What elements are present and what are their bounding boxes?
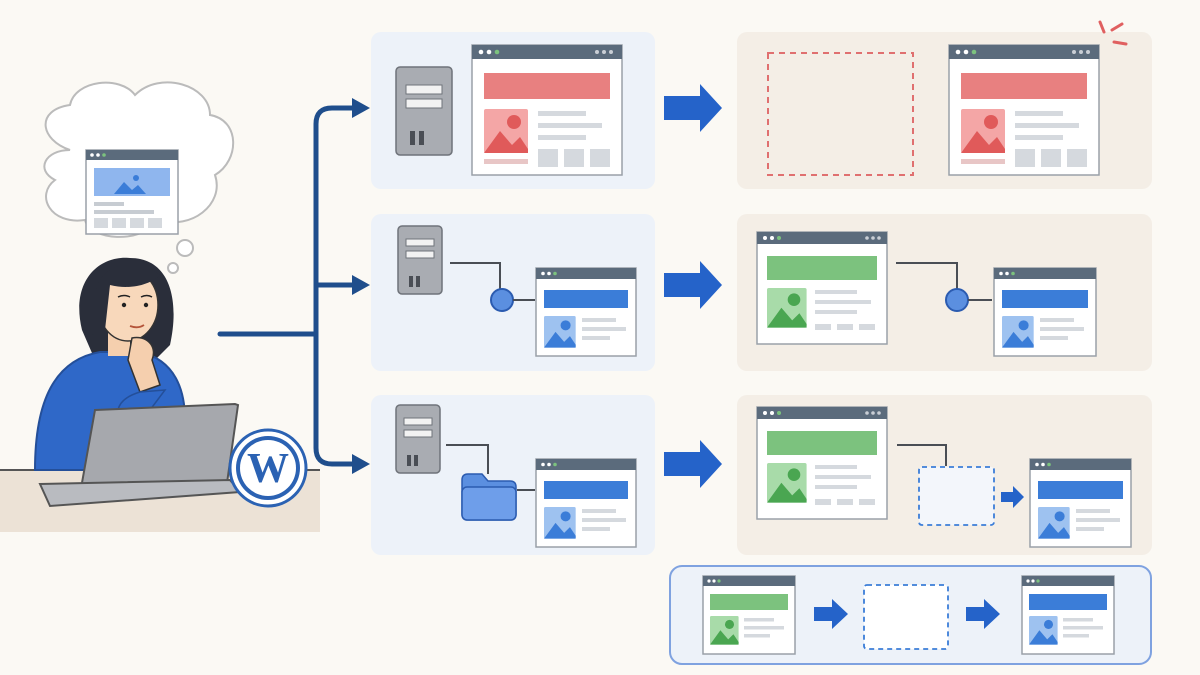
browser-window	[1021, 575, 1115, 655]
empty-placeholder	[918, 466, 995, 526]
wordpress-logo: W	[228, 428, 308, 508]
server-icon	[397, 225, 443, 295]
browser-window	[535, 458, 637, 548]
empty-placeholder	[863, 584, 949, 650]
browser-window	[535, 267, 637, 357]
imagined-browser-window	[85, 149, 179, 235]
row-3-left-panel	[395, 404, 637, 548]
arrow-right-icon	[664, 440, 722, 488]
big-arrow-icons	[664, 84, 722, 488]
arrow-right-icon	[966, 599, 1000, 629]
connector-node	[490, 288, 514, 312]
arrow-right-icon	[814, 599, 848, 629]
row-2-left-panel	[397, 225, 637, 357]
browser-window	[993, 267, 1097, 357]
arrow-right-icon	[1001, 486, 1024, 508]
row-3-right-panel	[756, 406, 1132, 548]
empty-placeholder	[767, 52, 914, 176]
server-icon	[395, 66, 453, 156]
laptop	[38, 402, 243, 508]
browser-window	[948, 44, 1100, 176]
sparkle-icon	[1098, 20, 1128, 46]
flow-branch-lines	[217, 105, 355, 467]
row-1-left-panel	[395, 44, 623, 176]
browser-window	[471, 44, 623, 176]
arrow-right-icon	[664, 261, 722, 309]
wordpress-letter: W	[247, 446, 289, 492]
folder-icon	[461, 473, 517, 521]
row-1-right-panel	[767, 20, 1128, 176]
row-4-panel	[702, 575, 1115, 655]
arrow-right-icon	[664, 84, 722, 132]
row-2-right-panel	[756, 231, 1097, 357]
flow-arrowheads	[352, 98, 370, 474]
connector-node	[945, 288, 969, 312]
browser-window	[1029, 458, 1132, 548]
server-icon	[395, 404, 441, 474]
browser-window	[756, 231, 888, 345]
thought-bubble	[43, 81, 235, 274]
browser-window	[756, 406, 888, 520]
browser-window	[702, 575, 796, 655]
